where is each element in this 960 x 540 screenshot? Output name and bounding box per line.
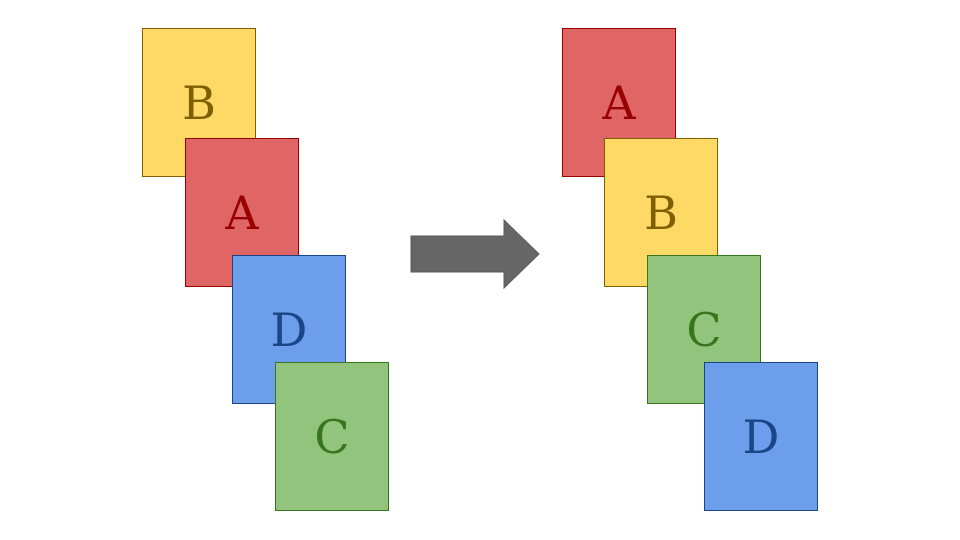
right-card-b-label: B — [644, 185, 678, 240]
right-card-c-label: C — [686, 302, 722, 357]
right-card-a-label: A — [602, 75, 636, 130]
right-arrow-icon — [410, 219, 540, 289]
right-card-d-label: D — [742, 409, 780, 464]
left-card-a-label: A — [225, 185, 259, 240]
left-card-c-label: C — [314, 409, 350, 464]
left-card-b-label: B — [182, 75, 216, 130]
right-card-d: D — [704, 362, 818, 511]
arrow-shape — [410, 219, 540, 289]
left-card-c: C — [275, 362, 389, 511]
left-card-d-label: D — [270, 302, 308, 357]
